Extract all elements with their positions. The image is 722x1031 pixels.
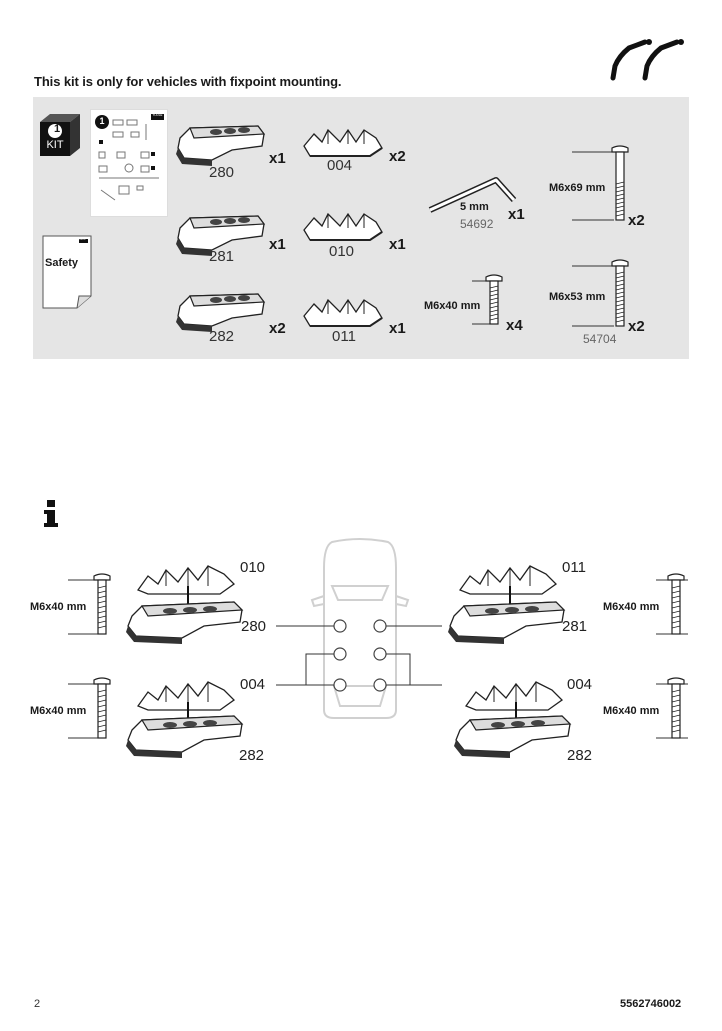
leaflet-step-number: 1	[99, 116, 105, 126]
fixpoint-notice: This kit is only for vehicles with fixpo…	[34, 74, 342, 89]
safety-label: Safety	[45, 257, 79, 269]
part-number-010: 010	[329, 243, 355, 260]
assembly-rear-right-bracket: 004	[567, 676, 593, 693]
leaflet-contents-icon	[95, 114, 164, 201]
assembly-rear-right-pad: 282	[567, 747, 593, 764]
kit-box-icon	[40, 114, 80, 156]
bolt-m6x53-qty: x2	[628, 318, 645, 335]
safety-brand: THULE	[79, 239, 86, 241]
bolt-m6x53-icon	[572, 259, 629, 327]
assembly-rear-left-bracket: 004	[240, 676, 266, 693]
part-qty-281: x1	[269, 236, 286, 253]
bolt-rear-left-icon	[68, 677, 111, 739]
bolt-rear-right-size: M6x40 mm	[603, 705, 660, 717]
bolt-rear-right-icon	[656, 677, 688, 739]
bolt-rear-left-size: M6x40 mm	[30, 705, 87, 717]
assembly-rear-left-pad: 282	[239, 747, 265, 764]
info-icon	[44, 500, 58, 527]
bolt-front-right-icon	[656, 573, 688, 635]
allen-key-size: 5 mm	[460, 201, 489, 213]
part-number-004: 004	[327, 157, 353, 174]
leaflet-brand: THULE	[152, 113, 163, 117]
part-qty-010: x1	[389, 236, 406, 253]
assembly-rear-left-icon	[126, 681, 244, 758]
bolt-front-left-size: M6x40 mm	[30, 601, 87, 613]
allen-key-icon	[428, 177, 517, 213]
safety-document-icon	[42, 235, 92, 309]
part-qty-011: x1	[389, 320, 406, 337]
bolt-m6x53-code: 54704	[583, 332, 617, 346]
part-number-281: 281	[209, 248, 235, 265]
assembly-front-left-icon	[126, 565, 244, 644]
bolt-m6x53-size: M6x53 mm	[549, 291, 606, 303]
kit-label: KIT	[46, 139, 64, 151]
assembly-front-left-bracket: 010	[240, 559, 266, 576]
assembly-front-right-pad: 281	[562, 618, 588, 635]
part-number-282: 282	[209, 328, 235, 345]
part-qty-282: x2	[269, 320, 286, 337]
bolt-front-left-icon	[68, 573, 111, 635]
assembly-front-right-icon	[448, 565, 566, 644]
bolt-m6x69-qty: x2	[628, 212, 645, 229]
foot-pad-282-icon	[176, 293, 266, 332]
roof-bars-icon	[610, 39, 684, 81]
foot-pad-280-icon	[176, 125, 266, 166]
assembly-rear-right-icon	[454, 681, 572, 758]
bracket-010-icon	[303, 212, 383, 241]
foot-pad-281-icon	[176, 215, 266, 256]
allen-key-qty: x1	[508, 206, 525, 223]
bolt-front-right-size: M6x40 mm	[603, 601, 660, 613]
document-code: 5562746002	[620, 998, 682, 1010]
bolt-m6x40-qty: x4	[506, 317, 523, 334]
bracket-004-icon	[303, 128, 383, 157]
assembly-front-left-pad: 280	[241, 618, 267, 635]
part-number-280: 280	[209, 164, 235, 181]
bolt-m6x40-size: M6x40 mm	[424, 300, 481, 312]
page-number: 2	[34, 998, 41, 1010]
assembly-front-right-bracket: 011	[562, 559, 586, 576]
allen-key-code: 54692	[460, 217, 494, 231]
bolt-m6x69-icon	[572, 145, 629, 221]
part-qty-280: x1	[269, 150, 286, 167]
bolt-m6x69-size: M6x69 mm	[549, 182, 606, 194]
part-qty-004: x2	[389, 148, 406, 165]
bracket-011-icon	[303, 298, 383, 327]
kit-number: 1	[53, 123, 61, 135]
part-number-011: 011	[332, 328, 356, 345]
car-top-view-icon	[310, 538, 410, 719]
bolt-m6x40-icon	[472, 274, 503, 325]
